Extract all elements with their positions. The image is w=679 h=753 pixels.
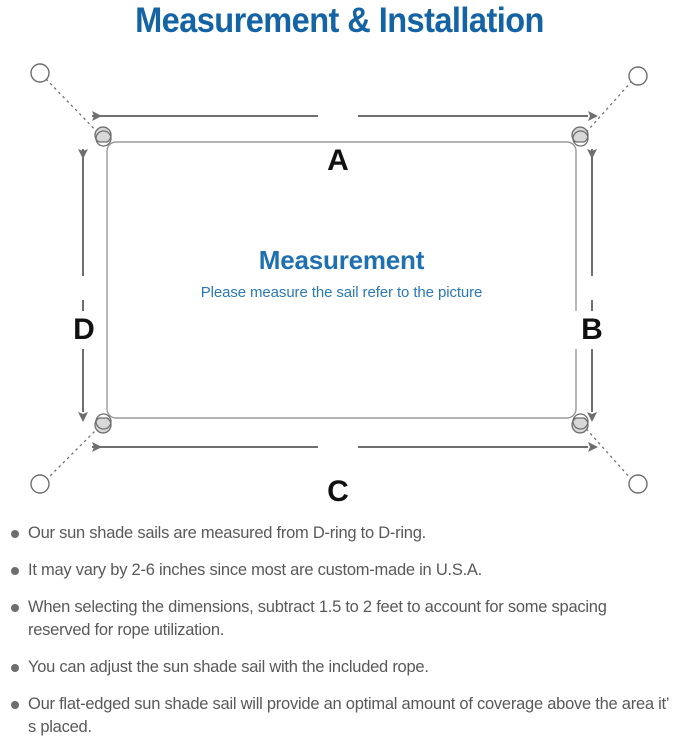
notes-list: Our sun shade sails are measured from D-…: [0, 522, 679, 753]
list-item: Our flat-edged sun shade sail will provi…: [0, 693, 679, 739]
bullet-icon: [11, 701, 19, 709]
sail-center-title: Measurement: [258, 245, 425, 275]
top-left-anchor-ring: [30, 63, 50, 83]
list-item: When selecting the dimensions, subtract …: [0, 596, 679, 642]
rope-bottom-left: [45, 422, 104, 481]
sail-center-subtitle: Please measure the sail refer to the pic…: [200, 284, 483, 301]
sail-body: [106, 141, 577, 419]
list-item: Our sun shade sails are measured from D-…: [0, 522, 679, 545]
bottom-left-anchor-ring: [30, 474, 50, 494]
top-right-d-ring: [571, 126, 589, 147]
dimension-label-c: C: [318, 477, 358, 507]
sail-measurement-diagram: A B C D Measurement Please measure the s…: [0, 50, 679, 510]
bullet-icon: [11, 604, 19, 612]
rope-bottom-right: [580, 422, 633, 481]
rope-top-right: [580, 80, 633, 139]
top-right-anchor-ring: [628, 66, 648, 86]
list-item-text: You can adjust the sun shade sail with t…: [28, 658, 429, 676]
list-item-text: It may vary by 2-6 inches since most are…: [28, 561, 483, 579]
bullet-icon: [11, 567, 19, 575]
bottom-right-anchor-ring: [628, 474, 648, 494]
top-left-d-ring: [94, 126, 112, 147]
bullet-icon: [11, 530, 19, 538]
list-item-text: When selecting the dimensions, subtract …: [28, 598, 607, 639]
sail-center-caption: Measurement Please measure the sail refe…: [107, 245, 576, 303]
page-title: Measurement & Installation: [135, 1, 544, 40]
dimension-label-d: D: [66, 311, 102, 349]
bottom-left-d-ring: [94, 413, 112, 434]
bullet-icon: [11, 664, 19, 672]
list-item-text: Our sun shade sails are measured from D-…: [28, 524, 426, 542]
list-item: It may vary by 2-6 inches since most are…: [0, 559, 679, 582]
rope-top-left: [45, 78, 104, 139]
list-item-text: Our flat-edged sun shade sail will provi…: [28, 695, 669, 736]
dimension-label-b: B: [574, 311, 610, 349]
dimension-label-a: A: [318, 146, 358, 176]
bottom-right-d-ring: [571, 413, 589, 434]
list-item: You can adjust the sun shade sail with t…: [0, 656, 679, 679]
